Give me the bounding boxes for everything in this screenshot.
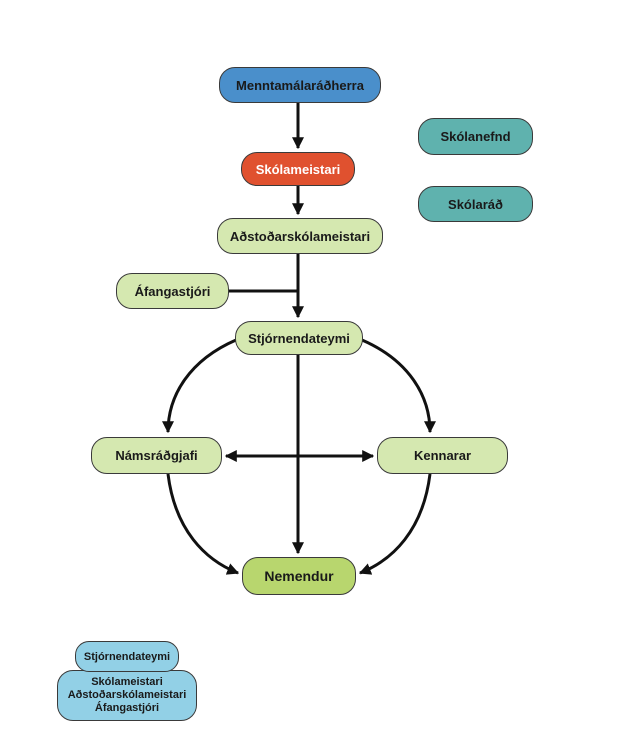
node-nemendur: Nemendur: [242, 557, 356, 595]
legend-member: Aðstoðarskólameistari: [67, 689, 187, 701]
node-skolanefnd: Skólanefnd: [418, 118, 533, 155]
node-skolameistari: Skólameistari: [241, 152, 355, 186]
legend-members-box: Skólameistari Aðstoðarskólameistari Áfan…: [57, 670, 197, 721]
node-skolarad: Skólaráð: [418, 186, 533, 222]
node-namsradgjafi: Námsráðgjafi: [91, 437, 222, 474]
arrow-stjorn-to-kenn: [361, 338, 436, 434]
node-stjornendateymi: Stjórnendateymi: [235, 321, 363, 355]
node-kennarar: Kennarar: [377, 437, 508, 474]
arrow-stjorn-to-nams: [162, 338, 237, 434]
arrow-kenn-to-nemendur: [358, 473, 432, 575]
legend-title: Stjórnendateymi: [75, 641, 179, 672]
arrow-nams-to-nemendur: [166, 473, 240, 575]
legend-member: Áfangastjóri: [94, 702, 160, 714]
node-afangastjori: Áfangastjóri: [116, 273, 229, 309]
node-adstodarskolameistari: Aðstoðarskólameistari: [217, 218, 383, 254]
legend-member: Skólameistari: [91, 676, 163, 688]
node-menntamalaradherra: Menntamálaráðherra: [219, 67, 381, 103]
